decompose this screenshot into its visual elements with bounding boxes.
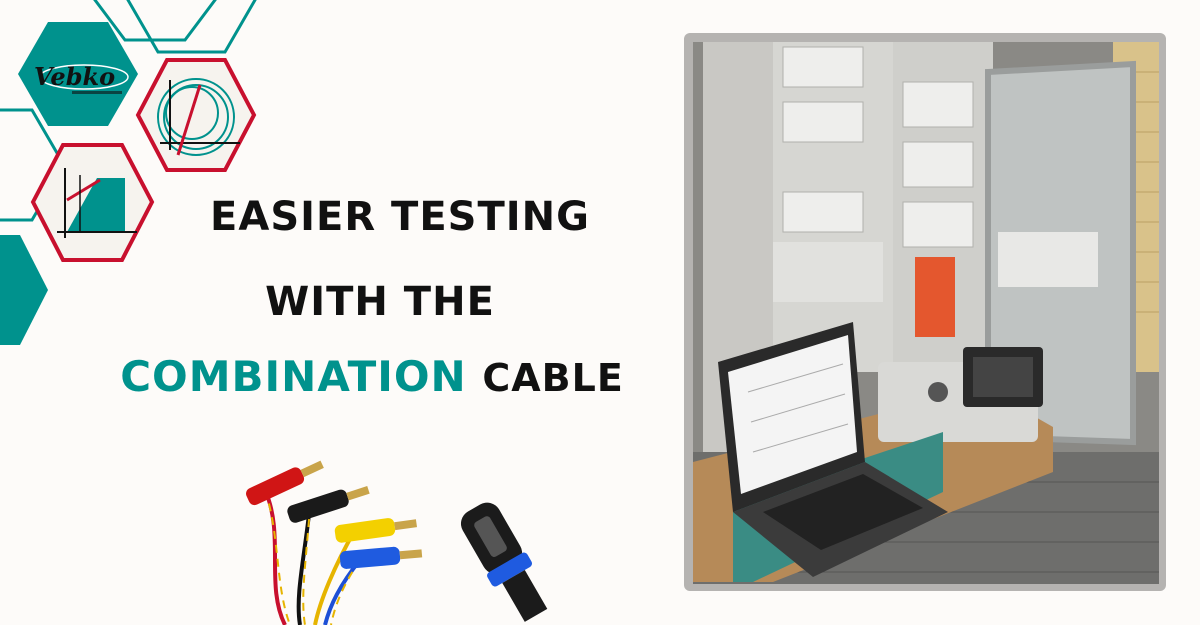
relay-test-setup-photo xyxy=(693,42,1159,584)
headline-line-2: WITH THE xyxy=(265,279,495,325)
headline-line-3: COMBINATION CABLE xyxy=(0,356,782,398)
headline-rest-word: CABLE xyxy=(482,356,624,400)
logo-tagline-line xyxy=(72,91,122,94)
ramp-characteristic-icon xyxy=(30,143,155,262)
logo-mark xyxy=(39,64,129,90)
vebko-logo: Vebko xyxy=(22,58,132,96)
logo-text: Vebko xyxy=(34,62,116,91)
headline-accent-word: COMBINATION xyxy=(120,352,467,401)
hexagon-outline-top xyxy=(93,0,217,42)
characteristic-circles-icon xyxy=(135,58,257,172)
hexagon-solid-left xyxy=(0,235,48,345)
headline-line-1: EASIER TESTING xyxy=(210,194,590,240)
combination-cable-image xyxy=(246,460,548,625)
logo-hexagon xyxy=(18,22,138,126)
